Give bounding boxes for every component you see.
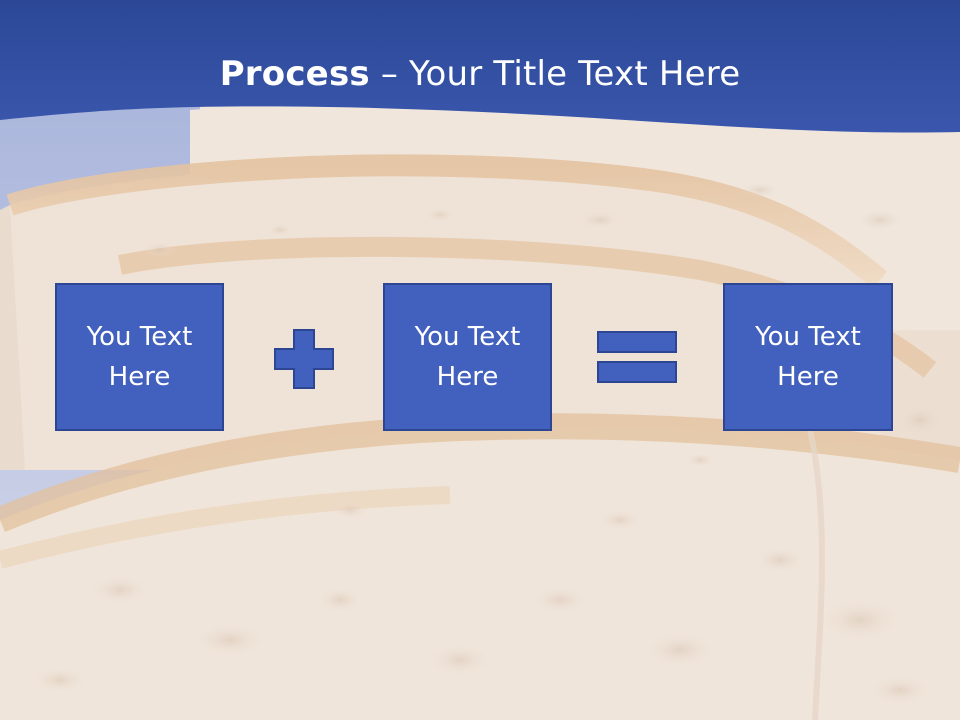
- equals-icon: [597, 331, 677, 383]
- process-box-3-text: You Text Here: [755, 322, 861, 392]
- plus-icon: [274, 329, 334, 389]
- process-box-1[interactable]: You Text Here: [55, 283, 224, 431]
- title-rest: – Your Title Text Here: [369, 54, 741, 94]
- process-box-2-text: You Text Here: [414, 322, 521, 392]
- title-bold: Process: [219, 54, 370, 94]
- process-box-3[interactable]: You Text Here: [723, 283, 893, 431]
- process-box-1-text: You Text Here: [86, 322, 193, 392]
- slide-title: Process – Your Title Text Here: [0, 52, 960, 96]
- process-box-2[interactable]: You Text Here: [383, 283, 552, 431]
